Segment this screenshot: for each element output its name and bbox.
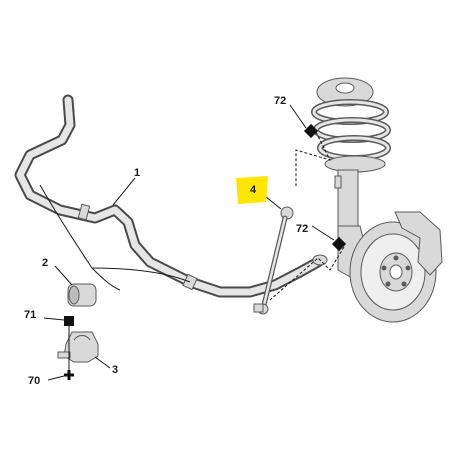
square-icon: [64, 316, 74, 326]
bar-bushing: [67, 283, 97, 307]
callout-3: 3: [112, 364, 118, 376]
bushing-clamp: [57, 331, 99, 363]
brake-disc: [349, 211, 443, 323]
bar-mount-guides: [39, 184, 191, 291]
anti-roll-bar: [14, 94, 328, 298]
callout-highlight: [236, 176, 268, 204]
diamond-icon: [331, 236, 347, 252]
torque-marker-lower: [331, 236, 347, 252]
diamond-icon: [303, 123, 319, 139]
callout-70: 70: [28, 375, 40, 387]
drop-link: [253, 206, 294, 315]
callout-71: 71: [24, 309, 36, 321]
callout-72-lower: 72: [296, 223, 308, 235]
callout-72-upper: 72: [274, 95, 286, 107]
callout-4: 4: [250, 184, 257, 196]
callout-labels: 1 2 3 4 71 70 72 72: [24, 95, 308, 387]
strut-assembly: [311, 77, 391, 279]
torque-marker-upper: [303, 123, 319, 139]
cross-icon: [64, 370, 74, 380]
callout-1: 1: [134, 167, 140, 179]
callout-2: 2: [42, 257, 48, 269]
